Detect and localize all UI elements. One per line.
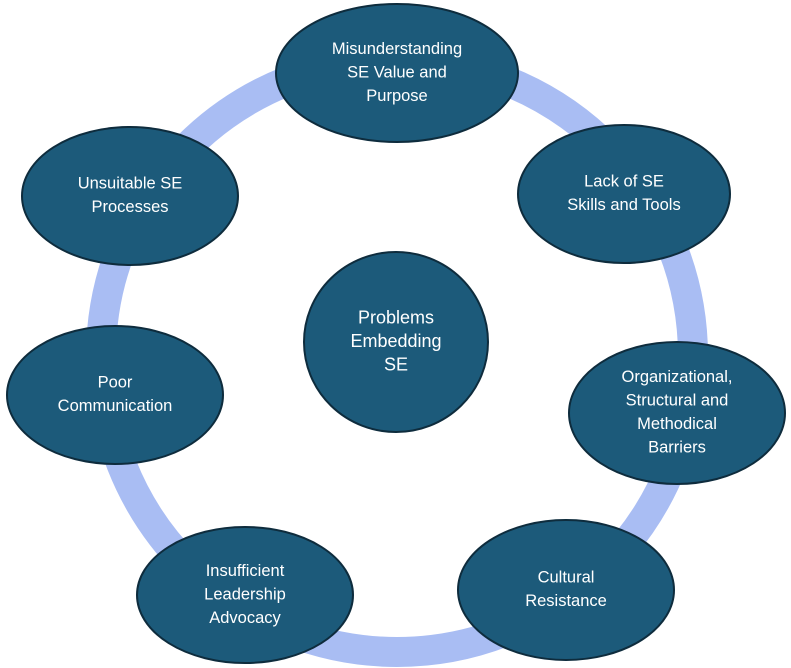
center-node-label-line-2: Embedding: [350, 331, 441, 351]
node-insufficient-leadership-label-line-2: Leadership: [204, 585, 286, 603]
center-node-label-line-3: SE: [384, 354, 408, 374]
node-unsuitable-processes: Unsuitable SE Processes: [21, 126, 239, 266]
node-misunderstanding-shape: [275, 3, 519, 143]
node-poor-communication-label-line-2: Communication: [58, 397, 173, 415]
node-insufficient-leadership-label-line-3: Advocacy: [209, 609, 281, 627]
node-poor-communication-shape: [6, 325, 224, 465]
node-unsuitable-processes-shape: [21, 126, 239, 266]
node-lack-of-skills-shape: [517, 124, 731, 264]
node-cultural-resistance-label-line-2: Resistance: [525, 592, 607, 610]
node-poor-communication-label-line-1: Poor: [98, 374, 133, 392]
node-insufficient-leadership-shape: [136, 526, 354, 664]
node-lack-of-skills-label-line-2: Skills and Tools: [567, 196, 680, 214]
node-insufficient-leadership-label-line-1: Insufficient: [206, 562, 285, 580]
node-misunderstanding-label-line-3: Purpose: [366, 87, 427, 105]
node-organizational-barriers-label-line-3: Methodical: [637, 415, 717, 433]
node-unsuitable-processes-label-line-2: Processes: [91, 198, 168, 216]
node-lack-of-skills: Lack of SE Skills and Tools: [517, 124, 731, 264]
node-cultural-resistance-shape: [457, 519, 675, 661]
node-organizational-barriers-label-line-2: Structural and: [626, 392, 729, 410]
node-organizational-barriers: Organizational, Structural andMethodicalB…: [568, 341, 786, 485]
node-misunderstanding-label-line-1: Misunderstanding: [332, 40, 462, 58]
node-cultural-resistance-label-line-1: Cultural: [538, 569, 595, 587]
node-organizational-barriers-shape: [568, 341, 786, 485]
node-misunderstanding-label-line-2: SE Value and: [347, 63, 447, 81]
center-node-shape: [303, 251, 489, 433]
center-node-label-line-1: Problems: [358, 307, 434, 327]
node-organizational-barriers-label-line-1: Organizational,: [622, 368, 733, 386]
node-lack-of-skills-label-line-1: Lack of SE: [584, 173, 664, 191]
node-unsuitable-processes-label-line-1: Unsuitable SE: [78, 175, 183, 193]
node-organizational-barriers-label-line-4: Barriers: [648, 439, 706, 457]
